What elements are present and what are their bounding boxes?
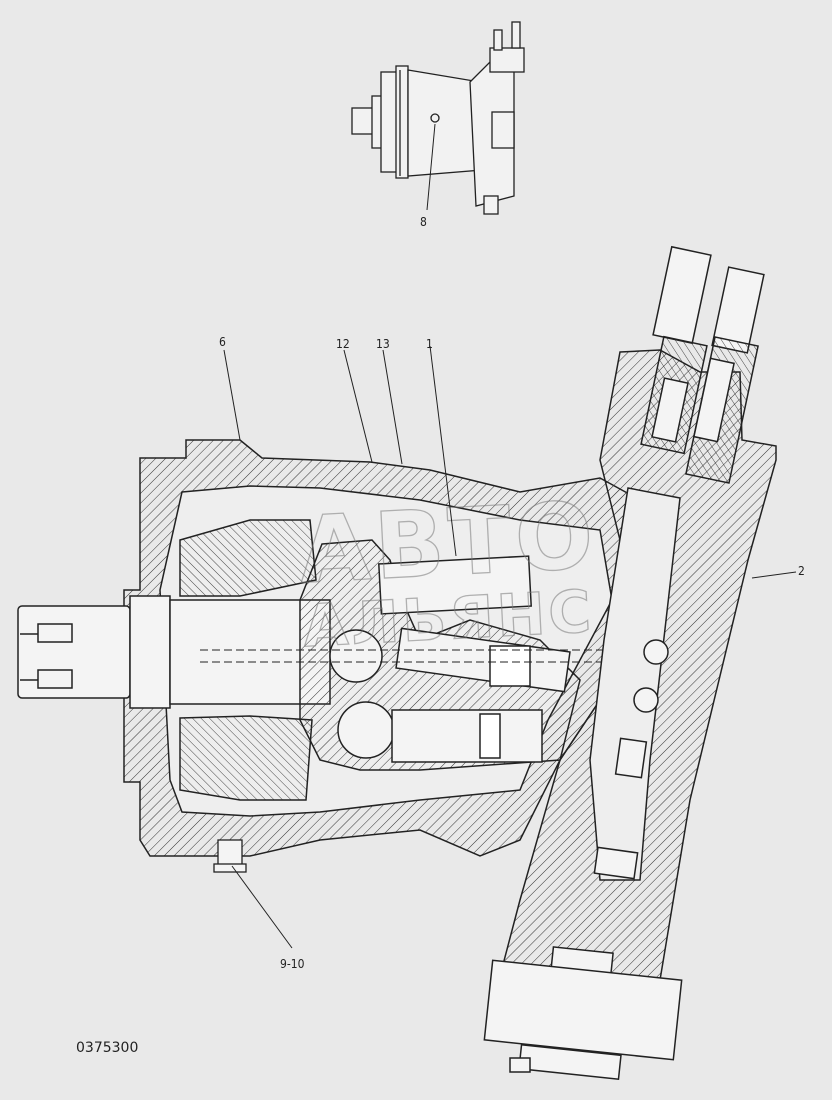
callout-leader-910	[231, 865, 293, 949]
callout-label-8: 8	[420, 215, 427, 229]
callout-label-9-10: 9-10	[280, 957, 305, 971]
drawing-code: 0375300	[76, 1040, 138, 1056]
overview-pump-view	[351, 21, 525, 215]
callout-label-1: 1	[426, 337, 433, 351]
callout-label-2: 2	[798, 564, 805, 578]
callout-leader-6	[223, 349, 241, 441]
callout-leader-13	[382, 349, 403, 465]
callout-leader-12	[343, 349, 373, 463]
callout-leader-8	[426, 123, 436, 211]
watermark: АВТО АЛЬЯНС	[296, 481, 601, 661]
drain-plug	[213, 839, 247, 873]
watermark-line2: АЛЬЯНС	[301, 577, 595, 660]
callout-label-6: 6	[219, 335, 226, 349]
watermark-line1: АВТО	[296, 482, 599, 604]
callout-label-13: 13	[376, 337, 390, 351]
callout-leader-2	[751, 571, 797, 579]
callout-leaders	[223, 345, 797, 949]
callout-leader-1	[429, 345, 457, 557]
callout-label-12: 12	[336, 337, 350, 351]
pump-housing	[17, 439, 661, 857]
control-block	[483, 245, 777, 1080]
